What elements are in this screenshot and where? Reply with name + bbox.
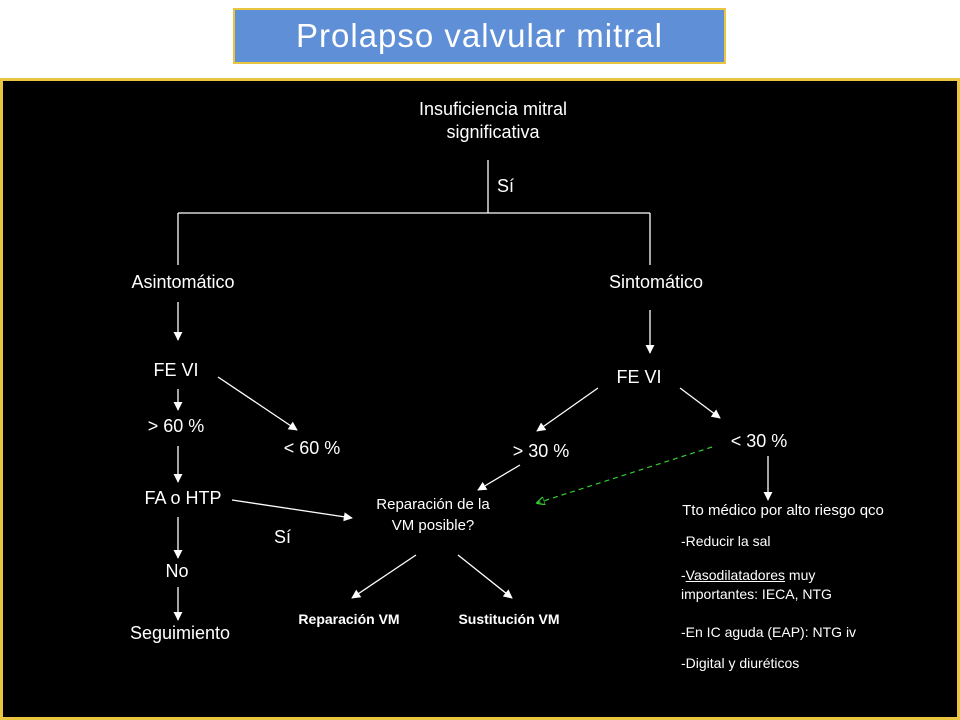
node-fe-vi-left: FE VI — [153, 360, 199, 380]
node-no: No — [165, 561, 189, 581]
repair-question-line-2: VM posible? — [391, 517, 475, 534]
diagram-panel — [0, 78, 960, 720]
repair-question-line-1: Reparación de la — [376, 496, 490, 513]
treatment-item-2-rest: muy — [785, 567, 816, 583]
node-lt60: < 60 % — [283, 438, 341, 458]
treatment-item-1: -Reducir la sal — [681, 533, 771, 549]
arrow-fe-lt30 — [679, 387, 721, 419]
page-title: Prolapso valvular mitral — [296, 17, 663, 54]
treatment-item-2-line-2: importantes: IECA, NTG — [681, 586, 832, 602]
dashed-arrow-lt30-repair — [537, 446, 713, 503]
arrow-gt30-repair — [477, 464, 521, 491]
arrow-fe-lt60 — [217, 376, 298, 431]
node-lt30: < 30 % — [730, 431, 788, 451]
node-fe-vi-right: FE VI — [616, 367, 662, 387]
node-seguimiento: Seguimiento — [129, 623, 231, 643]
arrow-repair-sustitucion — [457, 554, 513, 599]
treatment-item-2-dash: - — [681, 567, 686, 583]
arrow-fa-repair — [231, 499, 353, 522]
treatment-item-4: -Digital y diuréticos — [681, 655, 800, 671]
root-line-1: Insuficiencia mitral — [418, 99, 568, 119]
node-gt30: > 30 % — [512, 441, 570, 461]
node-repair-question: Reparación de la VM posible? — [376, 494, 489, 536]
node-reparacion-vm: Reparación VM — [298, 611, 400, 627]
node-sustitucion-vm: Sustitución VM — [458, 611, 560, 627]
root-node: Insuficiencia mitral significativa — [419, 98, 567, 144]
treatment-item-3: -En IC aguda (EAP): NTG iv — [681, 624, 857, 640]
node-sintomatico: Sintomático — [608, 272, 704, 292]
node-tto-medico: Tto médico por alto riesgo qco — [682, 502, 884, 519]
treatment-item-2: -Vasodilatadores muy importantes: IECA, … — [681, 566, 832, 604]
arrow-fe-gt30 — [536, 387, 599, 432]
title-banner: Prolapso valvular mitral — [233, 8, 726, 64]
root-line-2: significativa — [446, 122, 540, 142]
node-asintomatico: Asintomático — [131, 272, 235, 292]
label-si-mid: Sí — [274, 527, 292, 547]
treatment-item-2-underlined: Vasodilatadores — [685, 567, 786, 583]
arrow-repair-reparacion — [351, 554, 417, 599]
node-fa-htp: FA o HTP — [144, 488, 222, 508]
node-gt60: > 60 % — [147, 416, 205, 436]
label-si-top: Sí — [497, 176, 515, 196]
